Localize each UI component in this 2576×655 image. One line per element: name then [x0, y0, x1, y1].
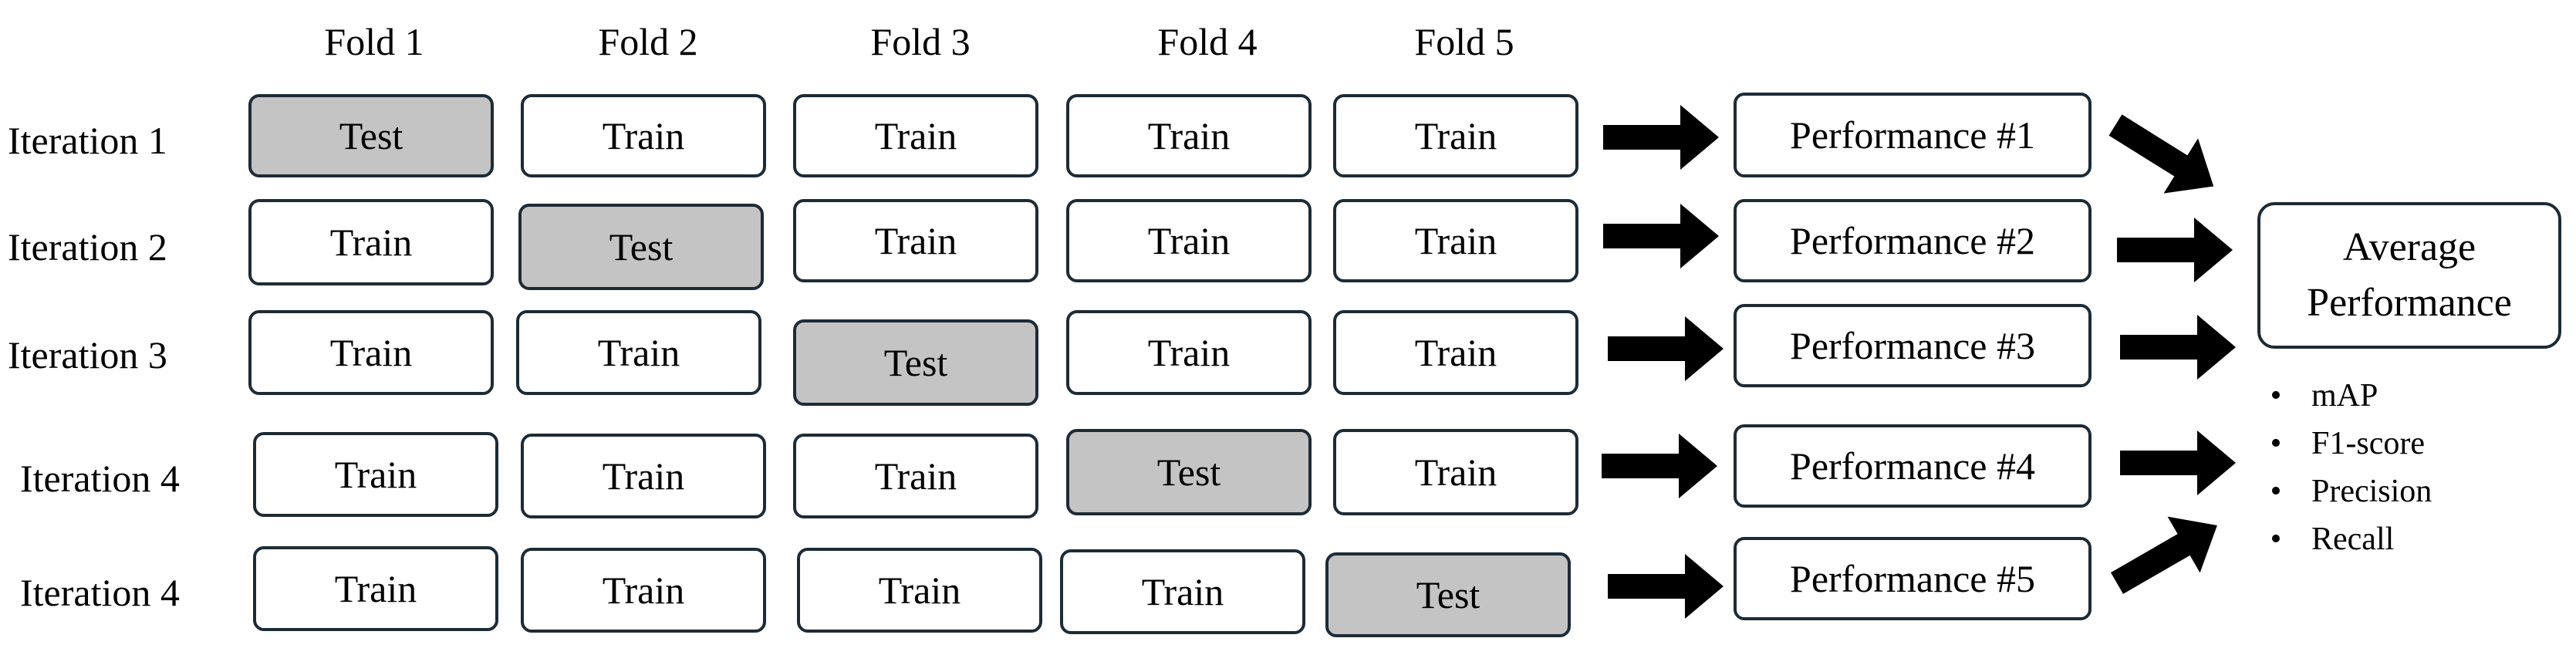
performance-box-2: Performance #2 — [1734, 199, 2092, 282]
fold-cell-train: Train — [248, 310, 494, 395]
fold-header-4: Fold 4 — [1157, 20, 1258, 63]
metric-item: • Precision — [2260, 468, 2433, 515]
iteration-label-1: Iteration 1 — [8, 119, 167, 162]
metric-item: • F1-score — [2260, 420, 2432, 468]
fold-cell-train: Train — [793, 199, 1038, 282]
diagonal-arrow-icon — [2101, 497, 2233, 612]
fold-cell-train: Train — [1060, 549, 1305, 634]
fold-header-2: Fold 2 — [598, 20, 698, 63]
fold-cell-train: Train — [248, 199, 494, 285]
right-arrow-icon — [1602, 434, 1717, 498]
fold-cell-train: Train — [1333, 199, 1578, 282]
iteration-label-5: Iteration 4 — [20, 571, 180, 614]
right-arrow-icon — [1608, 554, 1724, 619]
iteration-label-2: Iteration 2 — [8, 225, 167, 268]
fold-header-5: Fold 5 — [1414, 20, 1514, 63]
fold-cell-train: Train — [253, 546, 498, 631]
fold-cell-test: Test — [793, 319, 1038, 406]
fold-cell-train: Train — [1333, 310, 1578, 395]
performance-box-3: Performance #3 — [1734, 304, 2092, 387]
fold-cell-train: Train — [253, 432, 498, 517]
fold-header-3: Fold 3 — [870, 20, 971, 63]
bullet-dot: • — [2270, 474, 2282, 509]
metric-label: F1-score — [2311, 426, 2425, 461]
metric-label: Recall — [2311, 522, 2395, 557]
fold-cell-train: Train — [1066, 94, 1312, 177]
bullet-dot: • — [2270, 426, 2282, 461]
performance-box-5: Performance #5 — [1734, 537, 2092, 620]
fold-cell-test: Test — [1325, 552, 1571, 637]
iteration-label-4: Iteration 4 — [20, 457, 180, 500]
fold-cell-train: Train — [1066, 199, 1312, 282]
fold-cell-train: Train — [521, 94, 766, 177]
right-arrow-icon — [2117, 218, 2233, 282]
bullet-dot: • — [2270, 378, 2282, 414]
right-arrow-icon — [1608, 316, 1724, 381]
right-arrow-icon — [1603, 204, 1719, 268]
fold-cell-train: Train — [516, 310, 761, 395]
fold-cell-train: Train — [1333, 94, 1578, 177]
metric-item: • mAP — [2260, 372, 2432, 420]
fold-header-1: Fold 1 — [324, 20, 424, 63]
metric-label: Precision — [2311, 474, 2433, 509]
average-title-line-2: Performance — [2307, 281, 2512, 325]
performance-box-1: Performance #1 — [1734, 93, 2092, 177]
fold-cell-test: Test — [518, 204, 764, 290]
metric-label: mAP — [2311, 378, 2378, 414]
fold-cell-test: Test — [248, 94, 494, 177]
diagonal-arrow-icon — [2098, 97, 2231, 214]
metrics-list: • mAP • F1-score • Precision • Recall — [2260, 372, 2433, 563]
performance-box-4: Performance #4 — [1734, 424, 2092, 508]
average-performance-box: Average Performance — [2257, 202, 2561, 349]
fold-cell-train: Train — [521, 548, 766, 633]
fold-cell-train: Train — [793, 434, 1038, 518]
bullet-dot: • — [2270, 522, 2282, 557]
fold-cell-train: Train — [521, 434, 766, 518]
right-arrow-icon — [2120, 315, 2236, 380]
fold-cell-train: Train — [797, 548, 1042, 633]
right-arrow-icon — [1603, 105, 1719, 170]
fold-cell-train: Train — [1333, 429, 1578, 515]
average-title-line-1: Average — [2342, 225, 2476, 269]
fold-cell-train: Train — [793, 94, 1038, 177]
fold-cell-test: Test — [1066, 429, 1312, 515]
right-arrow-icon — [2120, 430, 2236, 495]
metric-item: • Recall — [2260, 515, 2432, 563]
fold-cell-train: Train — [1066, 310, 1312, 395]
iteration-label-3: Iteration 3 — [8, 333, 167, 376]
